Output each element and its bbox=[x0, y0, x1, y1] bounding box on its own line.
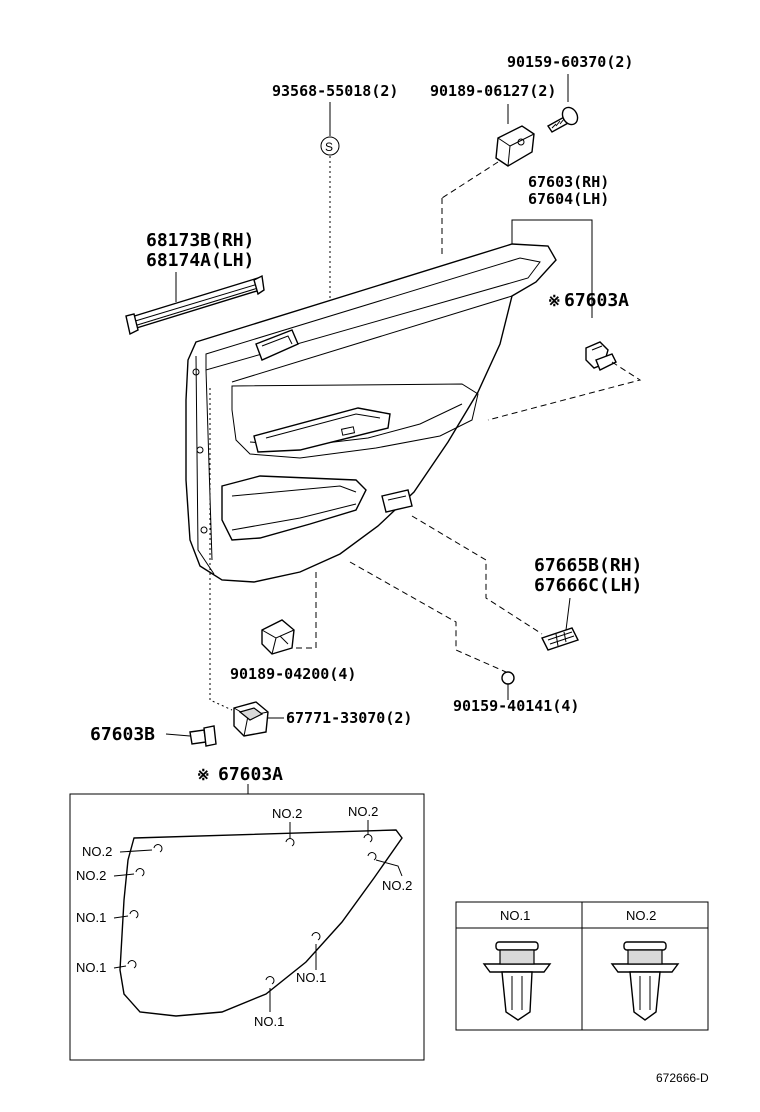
label-67603b[interactable]: 67603B bbox=[90, 724, 155, 745]
detail-leader bbox=[119, 849, 153, 853]
label-67666c-lh[interactable]: 67666C(LH) bbox=[534, 575, 642, 596]
detail-box bbox=[69, 793, 425, 1061]
clip-no1-icon bbox=[482, 941, 552, 1021]
detail-clip-label: NO.1 bbox=[254, 1014, 284, 1029]
label-90159-40141[interactable]: 90159-40141(4) bbox=[453, 697, 579, 715]
screw-40141-icon bbox=[501, 671, 515, 694]
door-trim-panel bbox=[185, 243, 557, 583]
clip-67603a-icon bbox=[585, 341, 617, 371]
detail-leader bbox=[113, 915, 129, 919]
label-67771-33070[interactable]: 67771-33070(2) bbox=[286, 709, 412, 727]
detail-clip-holes bbox=[127, 834, 377, 985]
label-90159-60370[interactable]: 90159-60370(2) bbox=[507, 53, 633, 71]
asterisk-detail: ※ bbox=[197, 766, 210, 784]
detail-leader bbox=[113, 873, 135, 877]
label-67604-lh[interactable]: 67604(LH) bbox=[528, 190, 609, 208]
label-67665b-rh[interactable]: 67665B(RH) bbox=[534, 555, 642, 576]
leader-04200-dash bbox=[294, 572, 317, 649]
bracket-icon bbox=[495, 125, 535, 167]
detail-clip-label: NO.2 bbox=[76, 868, 106, 883]
leader-67603 bbox=[511, 219, 593, 318]
detail-clip-label: NO.1 bbox=[76, 960, 106, 975]
detail-clip-label: NO.2 bbox=[272, 806, 302, 821]
s-symbol-text: S bbox=[325, 140, 333, 154]
detail-clip-label: NO.2 bbox=[82, 844, 112, 859]
s-symbol-icon bbox=[320, 136, 340, 156]
label-68173b-rh[interactable]: 68173B(RH) bbox=[146, 230, 254, 251]
clip-67603b-icon bbox=[189, 725, 217, 747]
label-67603a-detail[interactable]: 67603A bbox=[218, 764, 283, 785]
detail-clip-label: NO.2 bbox=[382, 878, 412, 893]
label-93568-55018[interactable]: 93568-55018(2) bbox=[272, 82, 398, 100]
detail-panel-outline bbox=[119, 829, 403, 1017]
clip-33070-icon bbox=[233, 701, 269, 737]
asterisk-67603a: ※ bbox=[548, 292, 561, 310]
clip-04200-icon bbox=[261, 619, 295, 655]
detail-clip-label: NO.1 bbox=[296, 970, 326, 985]
courtesy-lamp-icon bbox=[541, 627, 579, 651]
screw-icon bbox=[546, 106, 579, 133]
clip-legend-table: NO.1 NO.2 bbox=[455, 901, 709, 1031]
leader-33070-dashdot bbox=[209, 388, 233, 711]
label-68174a-lh[interactable]: 68174A(LH) bbox=[146, 250, 254, 271]
leader-67603b bbox=[165, 733, 191, 737]
leader-lamp-dash bbox=[411, 515, 543, 635]
leader-clip-dash bbox=[487, 361, 642, 421]
detail-leader bbox=[113, 965, 127, 969]
label-67603a[interactable]: 67603A bbox=[564, 290, 629, 311]
document-code: 672666-D bbox=[656, 1071, 709, 1085]
weatherstrip-icon bbox=[125, 274, 265, 336]
leader-bracket-dash bbox=[441, 161, 499, 199]
detail-leader bbox=[375, 859, 403, 877]
label-90189-06127[interactable]: 90189-06127(2) bbox=[430, 82, 556, 100]
label-90189-04200[interactable]: 90189-04200(4) bbox=[230, 665, 356, 683]
leader-67665b bbox=[565, 597, 571, 631]
leader-40141-dash bbox=[349, 561, 507, 673]
label-67603-rh[interactable]: 67603(RH) bbox=[528, 173, 609, 191]
legend-no2-header: NO.2 bbox=[626, 908, 656, 923]
legend-no1-header: NO.1 bbox=[500, 908, 530, 923]
clip-no2-icon bbox=[610, 941, 680, 1021]
detail-clip-label: NO.1 bbox=[76, 910, 106, 925]
detail-clip-label: NO.2 bbox=[348, 804, 378, 819]
